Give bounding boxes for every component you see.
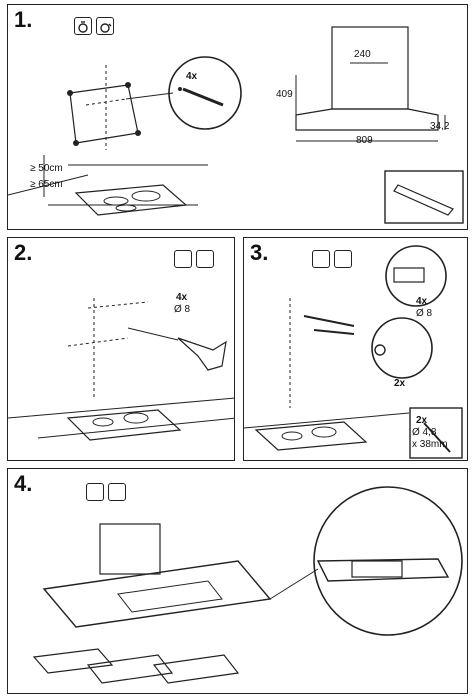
drill-diameter-label: Ø 8 xyxy=(174,304,191,315)
filter-install-drawing xyxy=(32,486,463,684)
electric-hob-icon xyxy=(312,250,330,268)
dim-409-label: 409 xyxy=(276,89,293,100)
plug-qty-label: 4x xyxy=(416,296,428,307)
gas-hob-icon xyxy=(96,17,114,35)
screw-diameter-label: Ø 4,8 xyxy=(412,427,437,438)
gas-hob-icon xyxy=(108,483,126,501)
drilling-drawing xyxy=(8,298,234,441)
step-1-panel: 1. xyxy=(7,4,468,230)
qty-label: 4x xyxy=(176,292,188,303)
step-number: 2. xyxy=(14,240,33,265)
step-4-panel: 4. xyxy=(7,468,468,694)
screw-length-label: x 38mm xyxy=(412,439,448,450)
anchor-drawing xyxy=(244,245,463,459)
dim-809-label: 809 xyxy=(356,135,373,146)
electric-hob-icon xyxy=(74,17,92,35)
gas-hob-icon xyxy=(334,250,352,268)
step-3-panel: 3. 4x Ø 8 2x 2x Ø 4,8 x 38mm xyxy=(243,237,468,461)
dim-342-label: 34,2 xyxy=(430,121,450,132)
hob-icons xyxy=(312,250,352,268)
wall-mount-drawing xyxy=(8,26,464,224)
electric-hob-icon xyxy=(86,483,104,501)
hob-icons xyxy=(86,483,126,501)
screw-qty-label: 2x xyxy=(416,415,428,426)
step-number: 1. xyxy=(14,7,33,32)
step-number: 3. xyxy=(250,240,269,265)
plug-diameter-label: Ø 8 xyxy=(416,308,433,319)
hob-icons xyxy=(174,250,214,268)
gas-hob-icon xyxy=(196,250,214,268)
qty-label: 4x xyxy=(186,71,198,82)
electric-hob-icon xyxy=(174,250,192,268)
hook-qty-label: 2x xyxy=(394,378,406,389)
hob-icons xyxy=(74,17,114,35)
clearance-gas-label: ≥ 65cm xyxy=(30,179,63,190)
step-2-panel: 2. 4x Ø 8 xyxy=(7,237,235,461)
step-number: 4. xyxy=(14,471,33,496)
dim-240-label: 240 xyxy=(354,49,371,60)
clearance-electric-label: ≥ 50cm xyxy=(30,163,63,174)
